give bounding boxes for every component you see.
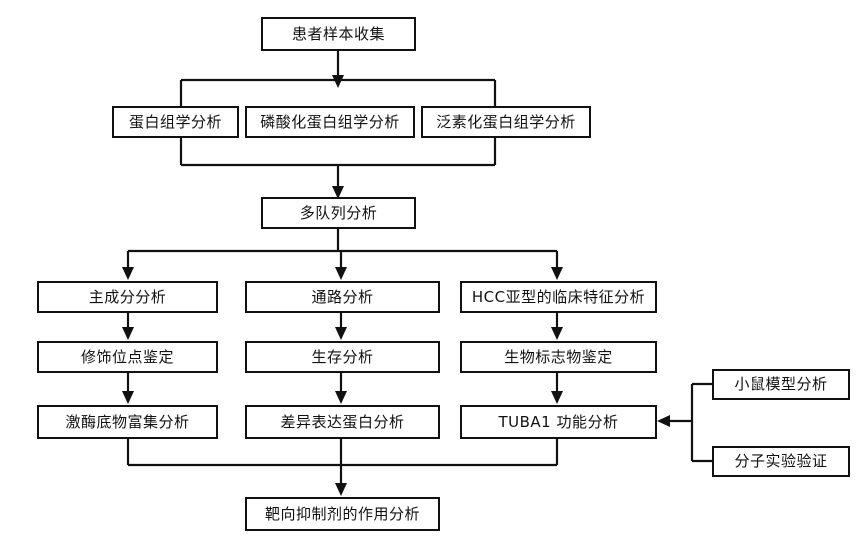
node-ubiquitinomics[interactable]: 泛素化蛋白组学分析: [421, 106, 591, 138]
node-phosphoproteomics[interactable]: 磷酸化蛋白组学分析: [245, 106, 415, 138]
node-proteomics[interactable]: 蛋白组学分析: [112, 106, 239, 138]
node-biomarker[interactable]: 生物标志物鉴定: [460, 341, 657, 373]
node-label-phosphoproteomics: 磷酸化蛋白组学分析: [260, 112, 400, 131]
node-label-sample-collection: 患者样本收集: [291, 24, 385, 43]
arrowhead-tuba1: [551, 391, 563, 404]
node-label-hcc-subtype: HCC亚型的临床特征分析: [471, 287, 646, 306]
node-pca[interactable]: 主成分分析: [37, 281, 218, 313]
node-deg-protein[interactable]: 差异表达蛋白分析: [245, 405, 440, 439]
arrowhead-kinase: [122, 391, 134, 404]
node-sample-collection[interactable]: 患者样本收集: [261, 17, 416, 51]
node-mouse-model[interactable]: 小鼠模型分析: [712, 369, 850, 400]
node-pathway[interactable]: 通路分析: [245, 281, 440, 313]
arrowhead-pathway: [335, 267, 347, 280]
arrowhead-deg: [335, 391, 347, 404]
node-label-molecular-validation: 分子实验验证: [734, 452, 828, 470]
node-label-modification-site: 修饰位点鉴定: [80, 347, 174, 366]
arrowhead-survival: [335, 327, 347, 340]
node-molecular-validation[interactable]: 分子实验验证: [712, 446, 850, 477]
node-label-multicohort: 多队列分析: [299, 203, 378, 222]
node-label-ubiquitinomics: 泛素化蛋白组学分析: [436, 112, 576, 131]
arrowhead-inhibitor: [335, 483, 347, 496]
node-label-pathway: 通路分析: [311, 287, 374, 306]
node-label-pca: 主成分分析: [88, 287, 167, 306]
node-multicohort[interactable]: 多队列分析: [261, 197, 416, 229]
node-kinase-substrate[interactable]: 激酶底物富集分析: [37, 405, 218, 439]
arrowhead-tuba1-right: [657, 415, 670, 427]
node-label-inhibitor: 靶向抑制剂的作用分析: [264, 504, 420, 523]
node-survival[interactable]: 生存分析: [245, 341, 440, 373]
arrowhead-biomarker: [551, 327, 563, 340]
node-inhibitor[interactable]: 靶向抑制剂的作用分析: [245, 497, 440, 531]
arrowhead-modification: [122, 327, 134, 340]
node-label-biomarker: 生物标志物鉴定: [504, 347, 613, 366]
node-label-kinase-substrate: 激酶底物富集分析: [65, 412, 190, 431]
node-modification-site[interactable]: 修饰位点鉴定: [37, 341, 218, 373]
arrowhead-pca: [122, 267, 134, 280]
arrowhead-hcc-subtype: [551, 267, 563, 280]
node-label-proteomics: 蛋白组学分析: [128, 112, 222, 131]
node-label-tuba1: TUBA1 功能分析: [498, 412, 619, 431]
node-tuba1[interactable]: TUBA1 功能分析: [460, 405, 657, 439]
node-label-survival: 生存分析: [311, 347, 374, 366]
node-label-mouse-model: 小鼠模型分析: [734, 375, 828, 393]
node-label-deg-protein: 差异表达蛋白分析: [280, 412, 405, 431]
node-hcc-subtype[interactable]: HCC亚型的临床特征分析: [460, 281, 657, 313]
arrowhead-sample-to-bus1: [332, 75, 344, 88]
